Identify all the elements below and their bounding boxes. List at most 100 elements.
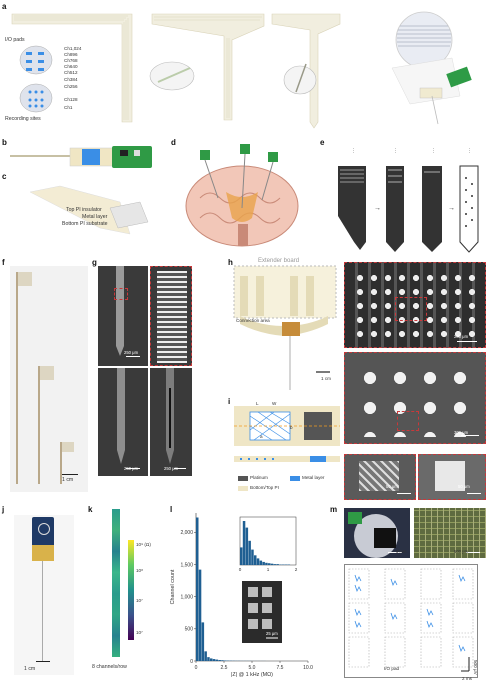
inset-bar xyxy=(240,547,243,565)
panel-g-scale-3: 250 μm xyxy=(164,466,179,471)
panel-i-schematic xyxy=(234,406,340,491)
dots-1: ⋮ xyxy=(351,148,357,154)
inset-bar xyxy=(273,564,277,565)
panel-e-schematic: → → xyxy=(338,165,479,253)
dots-2: ⋮ xyxy=(393,148,399,154)
inset-bar xyxy=(256,558,260,565)
colorbar-tick-2: 10⁷ xyxy=(136,598,143,603)
x-tick-label: 5.0 xyxy=(249,665,256,671)
panel-f-photo xyxy=(10,266,88,492)
x-tick-label: 0 xyxy=(195,665,198,671)
dim-label-w: W xyxy=(272,401,277,406)
panel-label-h: h xyxy=(228,258,233,267)
sem-pad xyxy=(262,603,272,613)
scale-y-label: 500 μV xyxy=(473,660,478,675)
inset-bar xyxy=(245,527,249,565)
svg-text:→: → xyxy=(448,205,455,212)
histogram-bar xyxy=(224,660,227,661)
panel-label-c: c xyxy=(2,172,7,181)
panel-h-scale-3: 300 μm xyxy=(454,430,469,435)
histogram-bar xyxy=(215,659,219,661)
panel-label-k: k xyxy=(88,505,93,514)
panel-k-colorbar xyxy=(128,540,134,640)
panel-label-l: l xyxy=(170,505,173,514)
inset-bar xyxy=(268,563,271,565)
inset-bar xyxy=(265,562,268,565)
layer-label-bottom: Bottom PI substrate xyxy=(62,221,108,227)
panel-h-sem-zoom-2 xyxy=(418,454,486,500)
y-tick-label: 0 xyxy=(190,659,193,665)
inset-bar xyxy=(276,564,279,565)
sem-pad xyxy=(262,619,272,629)
sem-pad xyxy=(248,603,258,613)
panel-j-scale: 1 cm xyxy=(24,666,36,672)
panel-g-sem-4 xyxy=(150,368,192,476)
scale-x-label: 2 ms xyxy=(462,676,472,681)
histogram-bar xyxy=(212,659,216,661)
panel-label-m: m xyxy=(330,505,338,514)
panel-b-illustration xyxy=(10,146,152,168)
svg-text:→: → xyxy=(374,205,381,212)
sem-scale-label: 25 μm xyxy=(266,631,278,636)
dots-4: ⋮ xyxy=(467,148,473,154)
inset-bar xyxy=(270,563,274,565)
panel-f-scale: 1 cm xyxy=(62,477,74,483)
inset-x-tick-label: 1 xyxy=(267,567,270,572)
panel-j-photo xyxy=(14,515,74,675)
inset-frame xyxy=(239,516,297,566)
dim-label-a: a xyxy=(260,434,263,439)
histogram-bar xyxy=(204,651,207,661)
panel-h-scale-1: 1 cm xyxy=(321,376,331,381)
panel-h-sem-top xyxy=(344,262,486,348)
panel-label-i: i xyxy=(228,397,231,406)
x-tick-label: 10.0 xyxy=(303,665,313,671)
panel-k-heatmap xyxy=(112,509,120,657)
legend-platinum: Platinum xyxy=(250,475,268,480)
channel-label-5: Ch384 xyxy=(64,77,78,82)
sem-pad xyxy=(248,587,258,597)
histogram-bar xyxy=(221,660,224,661)
panel-label-e: e xyxy=(320,138,325,147)
panel-label-a: a xyxy=(2,2,7,11)
histogram-bar xyxy=(196,517,199,661)
legend-pi: Bottom/Top PI xyxy=(250,485,279,490)
legend-metal: Metal layer xyxy=(302,475,325,480)
panel-g-sem-2 xyxy=(150,266,192,366)
inset-bar xyxy=(259,560,263,565)
histogram-bar xyxy=(198,569,202,661)
channel-label-2: Ch768 xyxy=(64,58,78,63)
panel-g-sem-1 xyxy=(98,266,148,366)
colorbar-tick-3: 10⁷ xyxy=(136,630,143,635)
x-axis-label: |Z| @ 1 kHz (MΩ) xyxy=(231,672,273,678)
panel-h-scale-4: 50 μm xyxy=(386,484,398,489)
x-tick-label: 2.5 xyxy=(221,665,228,671)
inset-x-tick-label: 2 xyxy=(295,567,298,572)
channel-label-6: Ch256 xyxy=(64,84,78,89)
panel-g-scale-1: 250 μm xyxy=(124,350,139,355)
panel-g-sem-3 xyxy=(98,368,148,476)
y-axis-label: Channel count xyxy=(170,569,176,604)
io-pad-label: I/O pad xyxy=(384,666,400,671)
dim-label-l: L xyxy=(256,401,259,406)
layer-label-top: Top PI insulator xyxy=(66,207,102,213)
panel-label-g: g xyxy=(92,258,97,267)
sem-pad xyxy=(262,587,272,597)
x-tick-label: 7.5 xyxy=(277,665,284,671)
channel-label-1: Ch896 xyxy=(64,52,78,57)
panel-h-scale-5: 50 μm xyxy=(458,484,470,489)
panel-a-illustration xyxy=(11,11,472,129)
panel-label-b: b xyxy=(2,138,7,147)
inset-bar xyxy=(248,540,251,565)
inset-bar xyxy=(242,521,246,565)
panel-label-j: j xyxy=(2,505,5,514)
panel-label-f: f xyxy=(2,258,5,267)
histogram-bar xyxy=(210,658,213,661)
recording-sites-label: Recording sites xyxy=(5,116,41,122)
panel-h-scale-2: 200 μm xyxy=(454,334,469,339)
layer-label-metal: Metal layer xyxy=(82,214,108,220)
panel-g-scale-2: 250 μm xyxy=(124,466,139,471)
histogram-bar xyxy=(201,622,205,661)
panel-c-illustration xyxy=(29,185,149,235)
panel-m-scale-2: 500 μm xyxy=(454,549,469,554)
